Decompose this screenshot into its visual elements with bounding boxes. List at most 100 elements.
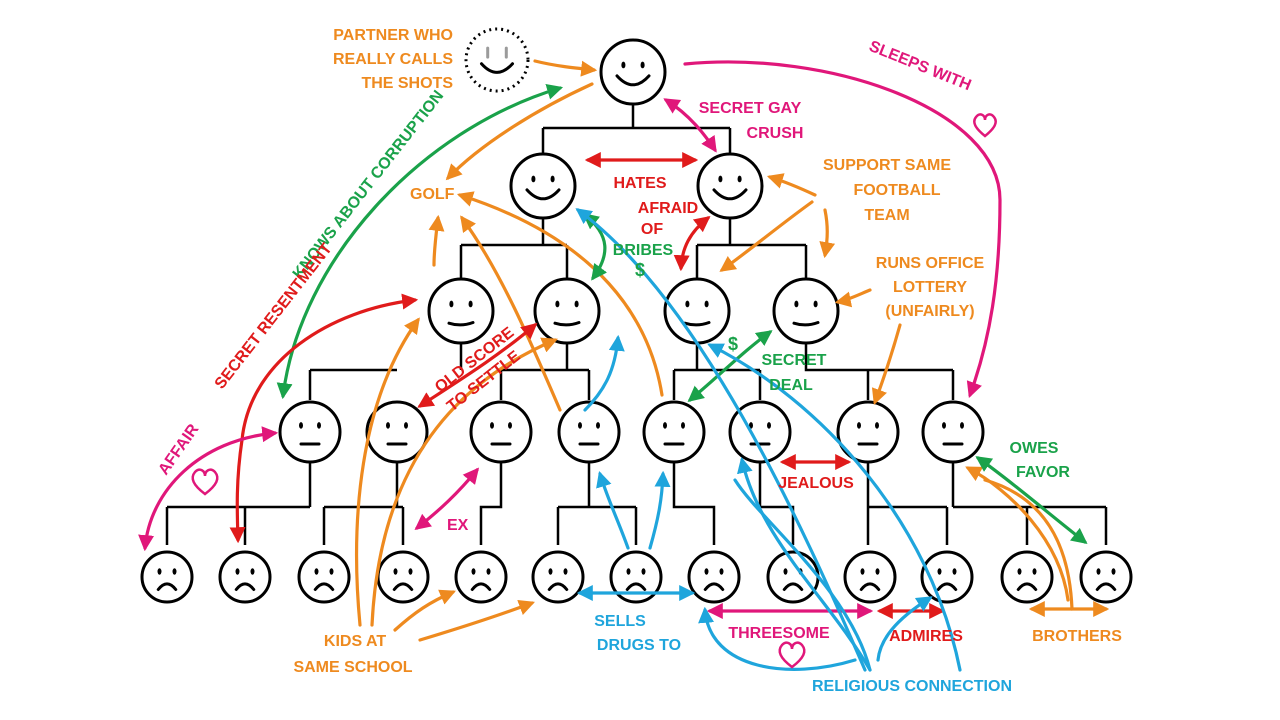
lottery-label-line3: (UNFAIRLY)	[885, 303, 974, 320]
eye	[641, 568, 646, 575]
mouth	[480, 62, 514, 74]
affair-label: AFFAIR	[155, 421, 202, 478]
sad-face-icon	[687, 550, 741, 604]
eye	[718, 175, 723, 183]
lottery-label-line2: LOTTERY	[893, 279, 967, 296]
eye	[555, 300, 560, 308]
smiley-face-icon	[509, 152, 577, 220]
eye	[531, 175, 536, 183]
face-l4h	[921, 400, 985, 464]
smiley-face-icon	[599, 38, 667, 106]
face-l5j	[843, 550, 897, 604]
face-l5b	[218, 550, 272, 604]
religious-label: RELIGIOUS CONNECTION	[812, 678, 1012, 695]
smiley-face-icon	[533, 277, 601, 345]
face-l2b	[696, 152, 764, 220]
sells-label-line2: DRUGS TO	[597, 637, 681, 654]
eye	[486, 568, 491, 575]
golf-label: GOLF	[410, 186, 455, 203]
bribes-label: BRIBES	[613, 242, 674, 259]
eye	[317, 422, 321, 429]
sad-face-icon	[140, 550, 194, 604]
eye	[813, 300, 818, 308]
smiley-face-icon	[772, 277, 840, 345]
mouth	[470, 582, 492, 591]
football-label-line2: FOOTBALL	[853, 182, 940, 199]
face-l3a	[427, 277, 495, 345]
sells-label-line1: SELLS	[594, 613, 646, 630]
tree-connector-l4e	[672, 463, 716, 545]
afraid-arrow	[673, 216, 711, 272]
partner-label-line3: THE SHOTS	[361, 75, 453, 92]
secret-deal-arrow	[687, 330, 773, 403]
partner-label-line2: REALLY CALLS	[333, 51, 453, 68]
eye	[704, 568, 709, 575]
neutral-face-icon	[557, 400, 621, 464]
face-ceo	[599, 38, 667, 106]
sad-face-icon	[454, 550, 508, 604]
eye	[857, 422, 861, 429]
partner-to-ceo-arrow	[533, 59, 598, 77]
hearts	[191, 113, 997, 669]
eye	[404, 422, 408, 429]
eye	[471, 568, 476, 575]
tree-connector-l4b	[322, 463, 405, 545]
secret-deal-label-line2: DEAL	[769, 377, 813, 394]
afraid-label-line2: OF	[641, 221, 663, 238]
admires-label: ADMIRES	[889, 628, 963, 645]
bribes-dollar-label: $	[635, 260, 645, 280]
heart-icon	[191, 468, 219, 496]
religious-to-l3c-arrow	[707, 343, 962, 672]
face-l4e	[642, 400, 706, 464]
sad-face-icon	[531, 550, 585, 604]
golf-from-l3a-arrow	[428, 214, 445, 267]
eye	[952, 568, 957, 575]
owes-favor-label-line1: OWES	[1010, 440, 1059, 457]
eye	[621, 61, 626, 69]
eye	[1032, 568, 1037, 575]
kids-label-line2: SAME SCHOOL	[293, 659, 412, 676]
face-l5e	[454, 550, 508, 604]
mouth	[782, 582, 804, 591]
kids-to-l5e-arrow	[393, 589, 456, 632]
mouth	[1095, 582, 1117, 591]
mouth	[936, 582, 958, 591]
smiley-face-icon	[696, 152, 764, 220]
football-to-l3c-arrow	[719, 200, 814, 272]
owes-favor-label-line2: FAVOR	[1016, 464, 1070, 481]
eye	[490, 422, 494, 429]
sad-face-icon	[218, 550, 272, 604]
mouth	[234, 582, 256, 591]
eye	[386, 422, 390, 429]
sad-face-icon	[843, 550, 897, 604]
eye	[548, 568, 553, 575]
affair-arrow	[138, 426, 279, 552]
heart-icon	[778, 641, 806, 669]
eye	[767, 422, 771, 429]
hates-label: HATES	[613, 175, 666, 192]
sad-face-icon	[297, 550, 351, 604]
face-partner	[464, 27, 530, 93]
eye	[235, 568, 240, 575]
old-score-arrow	[417, 322, 538, 408]
eye	[719, 568, 724, 575]
sells-to-l4d-arrow	[596, 470, 630, 550]
face-l3b	[533, 277, 601, 345]
face-l5f	[531, 550, 585, 604]
face-l5a	[140, 550, 194, 604]
eye	[596, 422, 600, 429]
face-l2a	[509, 152, 577, 220]
mouth	[1016, 582, 1038, 591]
sleeps-with-arrow	[683, 60, 1002, 399]
eye	[299, 422, 303, 429]
ex-label: EX	[447, 517, 469, 534]
eye	[408, 568, 413, 575]
sells-to-l4e-arrow	[648, 470, 671, 550]
mouth	[313, 582, 335, 591]
face-l4d	[557, 400, 621, 464]
eye	[875, 422, 879, 429]
tree-connector-l2a	[459, 218, 569, 278]
eye	[640, 61, 645, 69]
sad-face-icon	[1079, 550, 1133, 604]
